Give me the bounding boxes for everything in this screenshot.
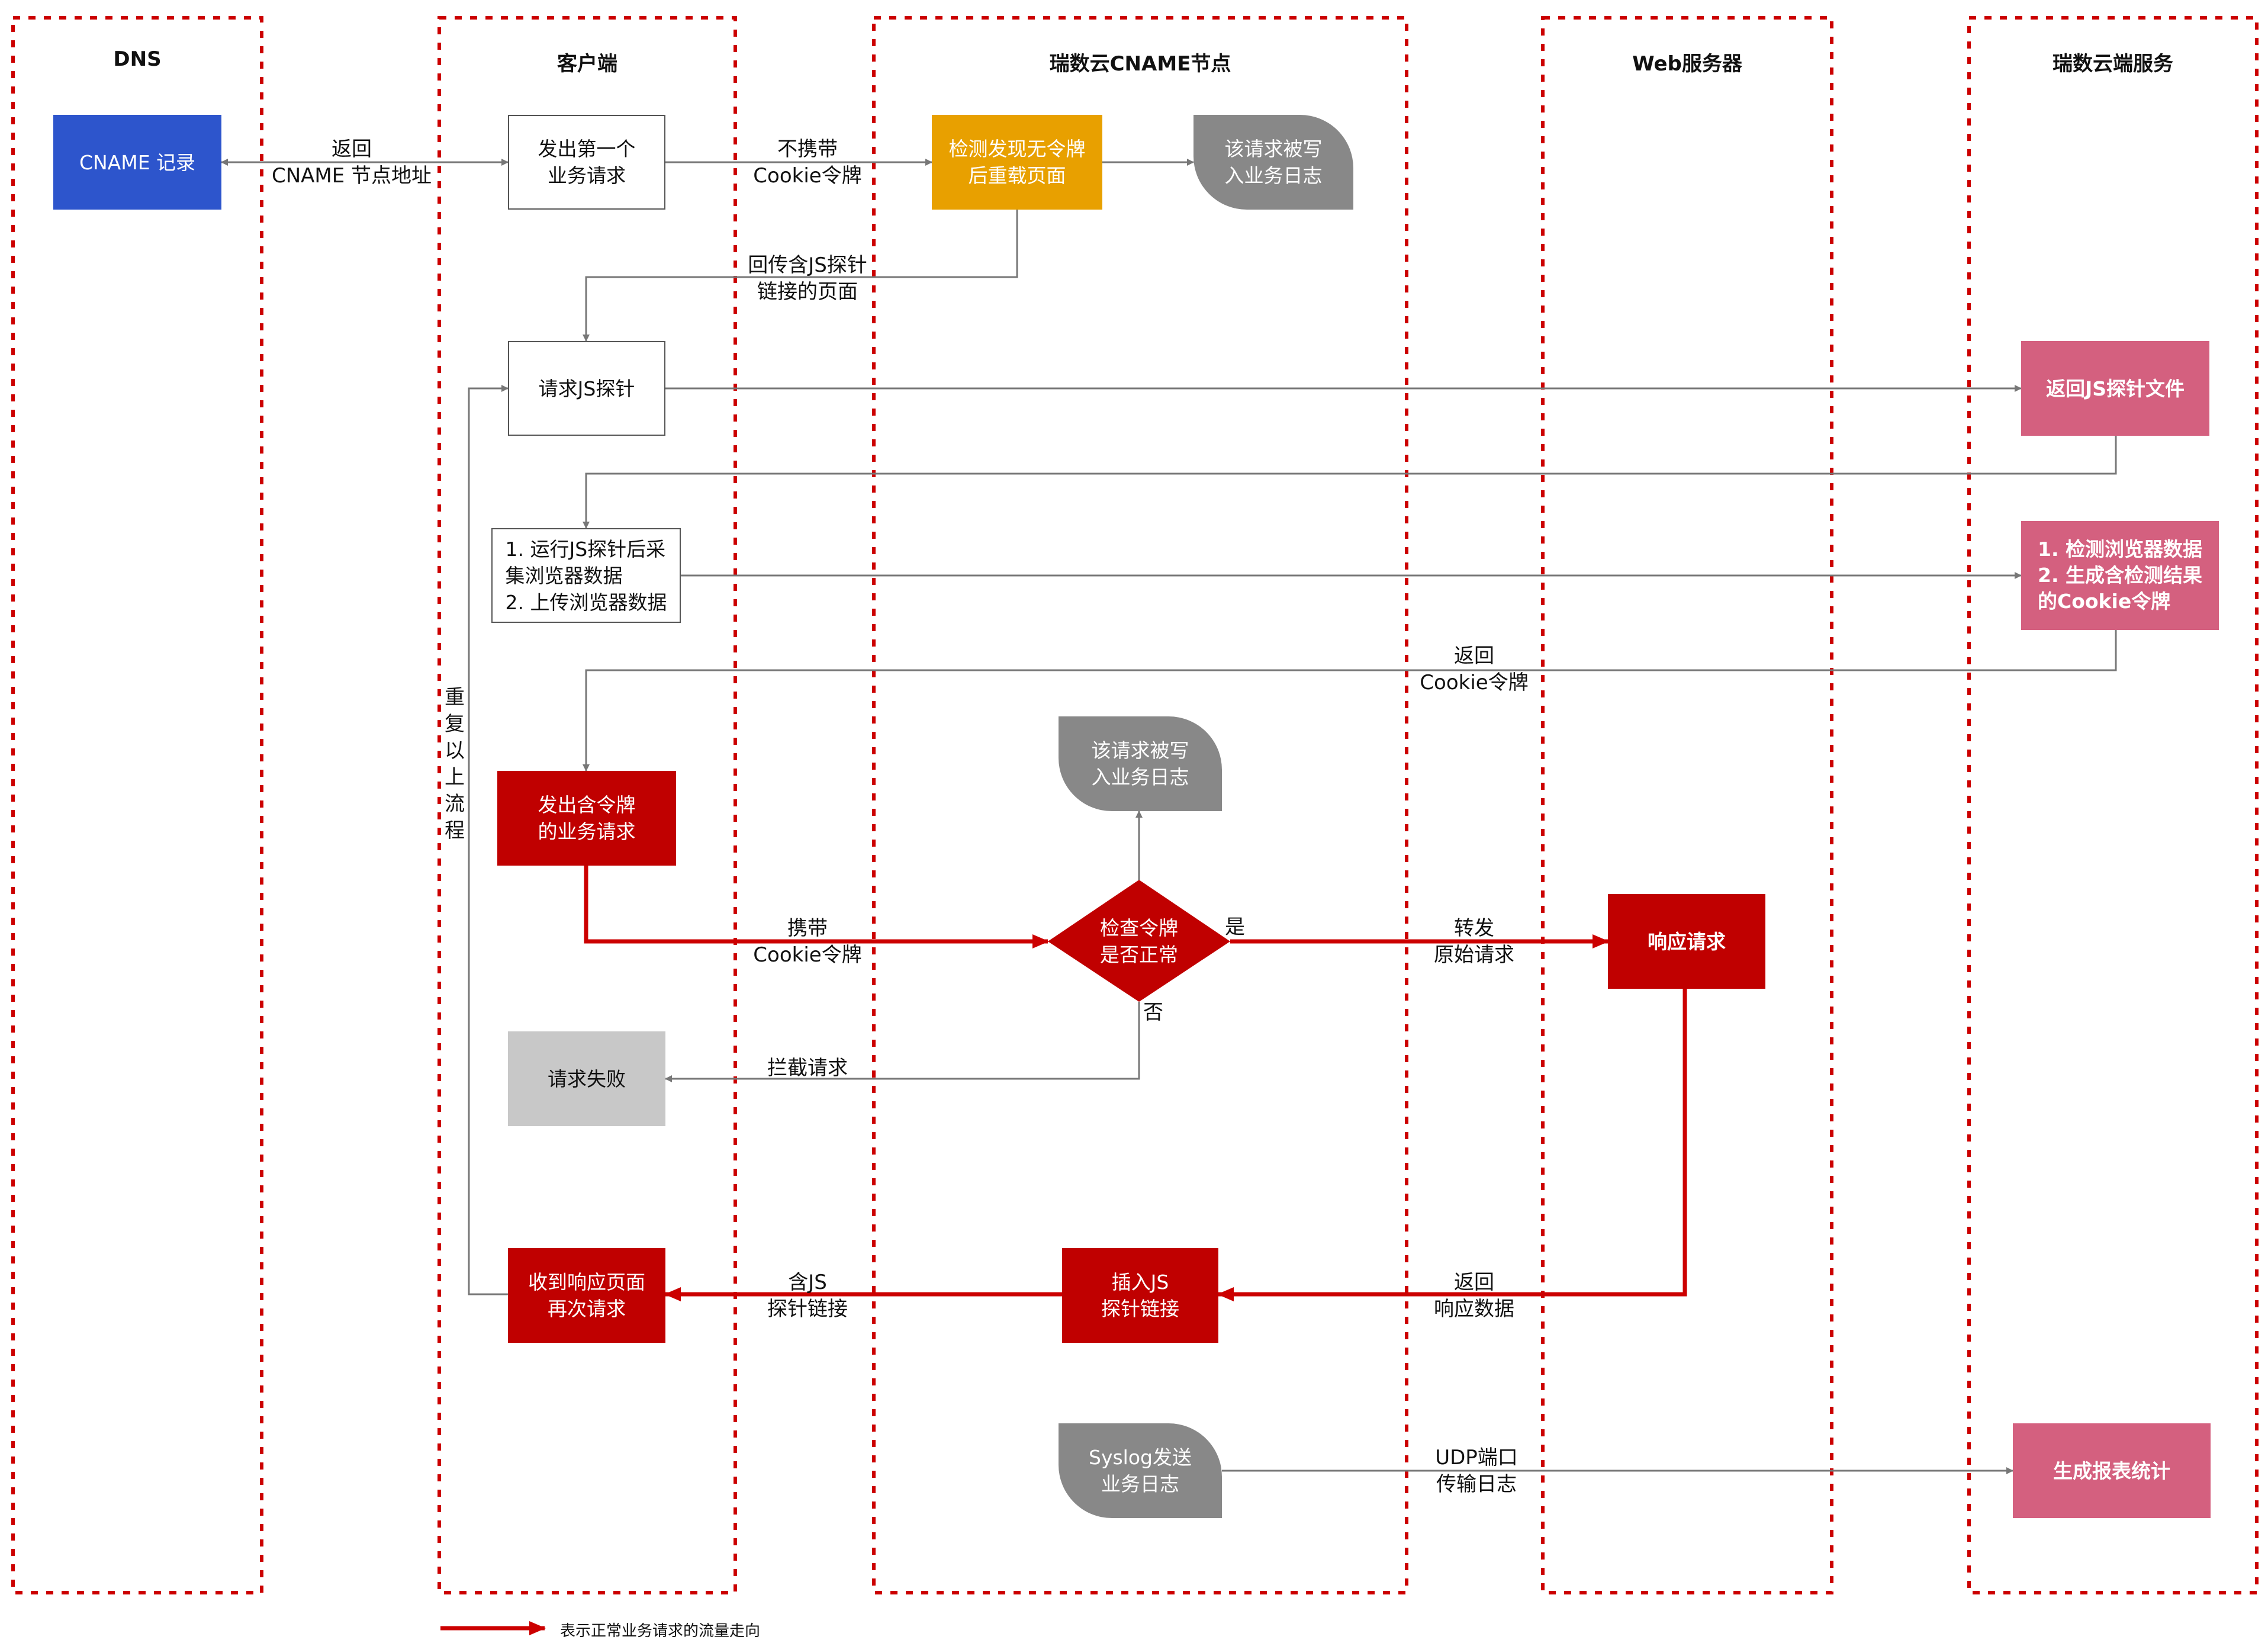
request-js-probe-box: 请求JS探针: [508, 341, 665, 436]
receive-response-box: 收到响应页面 再次请求: [508, 1248, 665, 1343]
label-repeat: 重 复 以 上 流 程: [445, 686, 465, 843]
log-written-doc-2: 该请求被写 入业务日志: [1059, 716, 1222, 811]
request-with-token-box: 发出含令牌 的业务请求: [497, 771, 676, 866]
label-no: 否: [1143, 1001, 1163, 1024]
lane-dns: [11, 16, 263, 1594]
label-with-js-link: 含JS 探针链接: [767, 1271, 848, 1321]
edge-return-page: [583, 210, 1018, 342]
check-token-label: 检查令牌 是否正常: [1100, 917, 1178, 966]
label-yes: 是: [1225, 915, 1245, 939]
insert-js-box: 插入JS 探针链接: [1062, 1248, 1218, 1343]
label-forward-original: 转发 原始请求: [1434, 917, 1514, 967]
edge-js-file-back: [583, 436, 2117, 529]
edge-carry-cookie: [584, 866, 1049, 948]
cname-record-box: CNAME 记录: [53, 115, 221, 210]
lane-title-web: Web服务器: [1632, 52, 1742, 76]
edge-repeat: [468, 385, 509, 1295]
run-js-probe-box: 1. 运行JS探针后采 集浏览器数据 2. 上传浏览器数据: [491, 528, 681, 623]
lane-title-dns: DNS: [113, 47, 162, 71]
label-return-page-js: 回传含JS探针 链接的页面: [748, 253, 867, 304]
lane-cloud: [1967, 16, 2259, 1594]
detect-no-token-box: 检测发现无令牌 后重载页面: [932, 115, 1102, 210]
edge-return-data: [1217, 989, 1687, 1301]
lane-title-client: 客户端: [557, 52, 617, 76]
grey-connectors: [221, 159, 2117, 1474]
legend-text: 表示正常业务请求的流量走向: [560, 1622, 761, 1640]
edge-return-cookie: [583, 630, 2117, 771]
label-return-data: 返回 响应数据: [1434, 1271, 1514, 1321]
log-written-doc-1: 该请求被写 入业务日志: [1193, 115, 1353, 210]
label-carry-cookie: 携带 Cookie令牌: [753, 917, 862, 967]
check-token-diamond: [1048, 880, 1230, 1002]
lane-title-cname: 瑞数云CNAME节点: [1049, 52, 1231, 76]
detect-browser-box: 1. 检测浏览器数据 2. 生成含检测结果 的Cookie令牌: [2021, 521, 2219, 630]
lane-client: [437, 16, 737, 1594]
generate-report-box: 生成报表统计: [2013, 1423, 2211, 1518]
lane-title-cloud: 瑞数云端服务: [2053, 52, 2173, 76]
syslog-doc: Syslog发送 业务日志: [1059, 1423, 1222, 1518]
label-udp-port: UDP端口 传输日志: [1435, 1446, 1518, 1496]
label-intercept: 拦截请求: [767, 1056, 848, 1080]
label-no-cookie: 不携带 Cookie令牌: [753, 137, 862, 188]
lane-cname: [872, 16, 1408, 1594]
edge-intercept: [665, 1002, 1140, 1082]
main-flow-connectors: [440, 866, 1687, 1635]
lane-borders: [11, 16, 2259, 1594]
return-js-file-box: 返回JS探针文件: [2021, 341, 2209, 436]
lane-web: [1541, 16, 1833, 1594]
respond-request-box: 响应请求: [1608, 894, 1765, 989]
request-failed-box: 请求失败: [508, 1031, 665, 1126]
label-return-cname: 返回 CNAME 节点地址: [271, 137, 432, 188]
first-request-box: 发出第一个 业务请求: [508, 115, 665, 210]
label-return-cookie: 返回 Cookie令牌: [1420, 644, 1529, 695]
